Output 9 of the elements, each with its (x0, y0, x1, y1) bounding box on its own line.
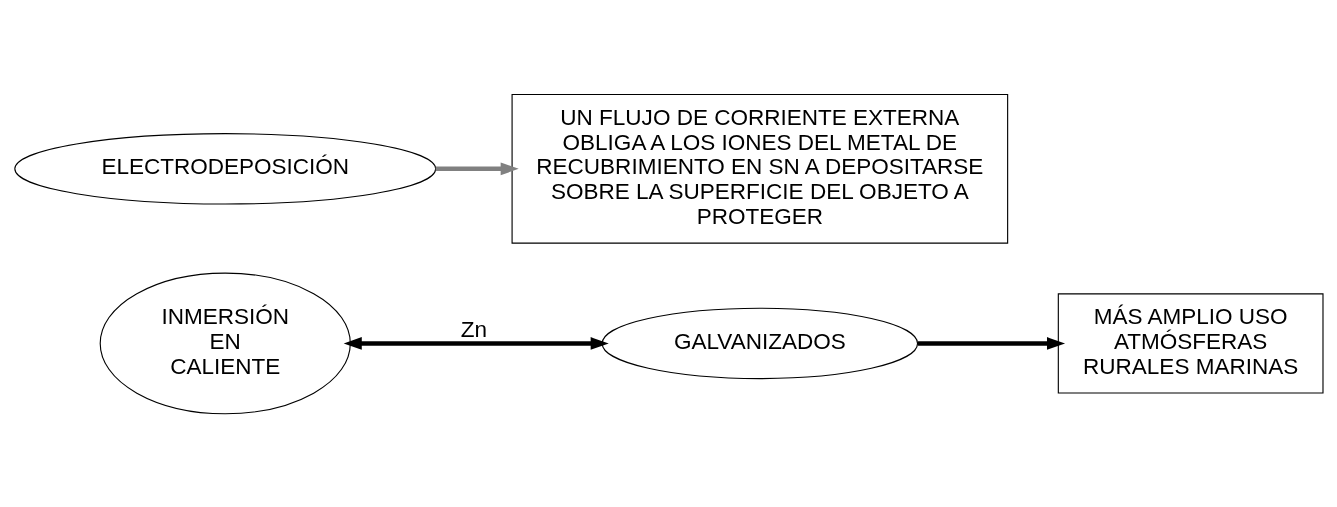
node-box: MÁS AMPLIO USO ATMÓSFERAS RURALES MARINAS (1057, 292, 1324, 394)
arrow (435, 162, 519, 175)
arrow (917, 336, 1065, 350)
node-ellipse: GALVANIZADOS (601, 307, 918, 379)
node-ellipse: ELECTRODEPOSICIÓN (13, 132, 436, 205)
arrow (343, 336, 609, 350)
edge-label: Zn (460, 316, 487, 342)
node-ellipse: INMERSIÓN EN CALIENTE (99, 272, 351, 414)
node-box: UN FLUJO DE CORRIENTE EXTERNA OBLIGA A LOS IONES DEL METAL DE RECUBRIMIENTO EN SN A DEPOSITARSE SOBRE LA SUPERFICIE DEL OBJETO A PROTEGER (511, 93, 1008, 244)
